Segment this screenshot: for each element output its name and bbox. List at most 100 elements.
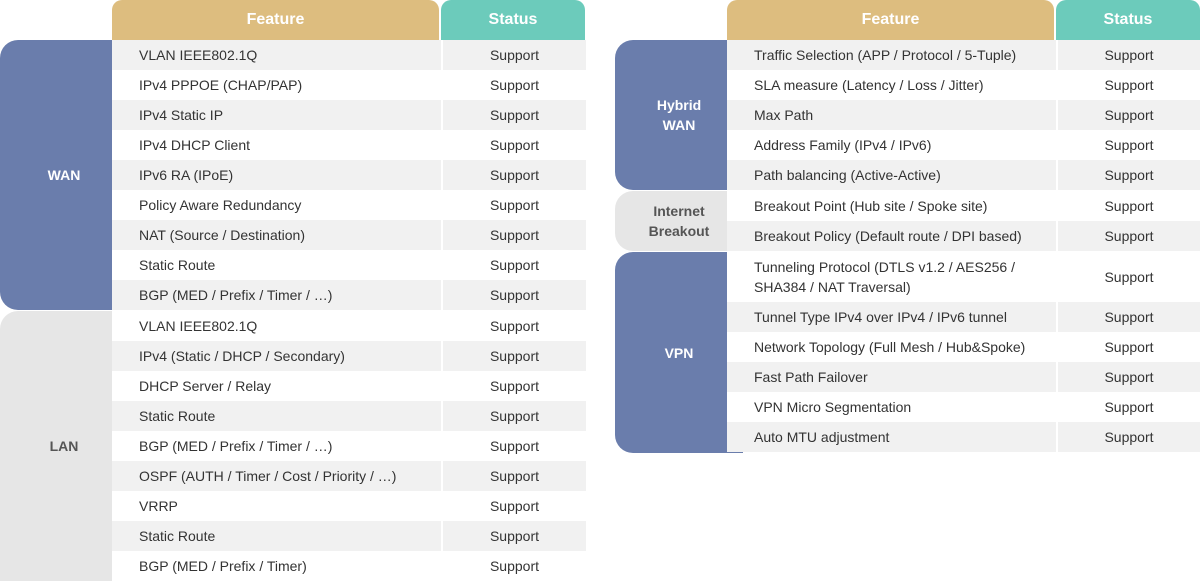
- status-cell: Support: [1056, 190, 1200, 221]
- status-cell: Support: [441, 130, 586, 160]
- group-label-lan: LAN: [0, 311, 128, 581]
- table-row: SLA measure (Latency / Loss / Jitter) Su…: [727, 70, 1200, 100]
- feature-cell: IPv6 RA (IPoE): [112, 160, 441, 190]
- feature-cell: IPv4 DHCP Client: [112, 130, 441, 160]
- right-feature-table: Feature Status Hybrid WAN Internet Break…: [615, 0, 1200, 460]
- table-row: BGP (MED / Prefix / Timer) Support: [112, 551, 586, 581]
- feature-cell: Max Path: [727, 100, 1056, 130]
- status-cell: Support: [1056, 221, 1200, 251]
- table-row: OSPF (AUTH / Timer / Cost / Priority / ……: [112, 461, 586, 491]
- status-cell: Support: [441, 461, 586, 491]
- table-row: DHCP Server / Relay Support: [112, 371, 586, 401]
- feature-cell: Breakout Policy (Default route / DPI bas…: [727, 221, 1056, 251]
- group-label-hybrid-wan: Hybrid WAN: [615, 40, 743, 190]
- feature-cell: Fast Path Failover: [727, 362, 1056, 392]
- feature-cell: Breakout Point (Hub site / Spoke site): [727, 190, 1056, 221]
- feature-cell: BGP (MED / Prefix / Timer / …): [112, 280, 441, 310]
- feature-cell: Path balancing (Active-Active): [727, 160, 1056, 190]
- table-row: IPv6 RA (IPoE) Support: [112, 160, 586, 190]
- feature-header: Feature: [112, 0, 439, 40]
- feature-cell: VLAN IEEE802.1Q: [112, 310, 441, 341]
- table-row: Static Route Support: [112, 401, 586, 431]
- table-row: VLAN IEEE802.1Q Support: [112, 40, 586, 70]
- feature-cell: Static Route: [112, 401, 441, 431]
- table-row: IPv4 Static IP Support: [112, 100, 586, 130]
- feature-cell: SLA measure (Latency / Loss / Jitter): [727, 70, 1056, 100]
- status-cell: Support: [1056, 40, 1200, 70]
- feature-header: Feature: [727, 0, 1054, 40]
- feature-cell: Static Route: [112, 250, 441, 280]
- table-row: BGP (MED / Prefix / Timer / …) Support: [112, 280, 586, 310]
- status-cell: Support: [441, 431, 586, 461]
- table-row: Static Route Support: [112, 521, 586, 551]
- status-cell: Support: [441, 250, 586, 280]
- status-cell: Support: [1056, 302, 1200, 332]
- group-label-text: Internet Breakout: [648, 203, 710, 239]
- table-row: Breakout Policy (Default route / DPI bas…: [727, 221, 1200, 251]
- table-row: Address Family (IPv4 / IPv6) Support: [727, 130, 1200, 160]
- table-row: Policy Aware Redundancy Support: [112, 190, 586, 220]
- feature-cell: VLAN IEEE802.1Q: [112, 40, 441, 70]
- feature-cell: VRRP: [112, 491, 441, 521]
- status-cell: Support: [441, 371, 586, 401]
- feature-cell: VPN Micro Segmentation: [727, 392, 1056, 422]
- table-row: IPv4 PPPOE (CHAP/PAP) Support: [112, 70, 586, 100]
- table-row: Traffic Selection (APP / Protocol / 5-Tu…: [727, 40, 1200, 70]
- feature-cell: BGP (MED / Prefix / Timer / …): [112, 431, 441, 461]
- status-cell: Support: [1056, 70, 1200, 100]
- status-cell: Support: [441, 310, 586, 341]
- status-cell: Support: [1056, 332, 1200, 362]
- status-cell: Support: [1056, 160, 1200, 190]
- feature-cell: Auto MTU adjustment: [727, 422, 1056, 452]
- feature-cell: Tunneling Protocol (DTLS v1.2 / AES256 /…: [727, 251, 1056, 302]
- table-row: Path balancing (Active-Active) Support: [727, 160, 1200, 190]
- table-row: Network Topology (Full Mesh / Hub&Spoke)…: [727, 332, 1200, 362]
- table-row: Max Path Support: [727, 100, 1200, 130]
- status-cell: Support: [441, 160, 586, 190]
- status-cell: Support: [1056, 251, 1200, 302]
- status-cell: Support: [1056, 392, 1200, 422]
- feature-cell: Traffic Selection (APP / Protocol / 5-Tu…: [727, 40, 1056, 70]
- status-cell: Support: [1056, 100, 1200, 130]
- table-row: Fast Path Failover Support: [727, 362, 1200, 392]
- table-row: VLAN IEEE802.1Q Support: [112, 310, 586, 341]
- group-label-text: Hybrid WAN: [656, 97, 702, 133]
- table-row: IPv4 DHCP Client Support: [112, 130, 586, 160]
- table-row: Auto MTU adjustment Support: [727, 422, 1200, 452]
- status-cell: Support: [1056, 422, 1200, 452]
- feature-cell: Tunnel Type IPv4 over IPv4 / IPv6 tunnel: [727, 302, 1056, 332]
- feature-cell: NAT (Source / Destination): [112, 220, 441, 250]
- left-feature-table: Feature Status WAN LAN VLAN IEEE802.1Q S…: [0, 0, 586, 581]
- table-row: Breakout Point (Hub site / Spoke site) S…: [727, 190, 1200, 221]
- status-cell: Support: [441, 551, 586, 581]
- group-label-vpn: VPN: [615, 252, 743, 453]
- feature-cell: Policy Aware Redundancy: [112, 190, 441, 220]
- status-cell: Support: [441, 521, 586, 551]
- feature-cell: IPv4 PPPOE (CHAP/PAP): [112, 70, 441, 100]
- table-row: BGP (MED / Prefix / Timer / …) Support: [112, 431, 586, 461]
- status-cell: Support: [1056, 362, 1200, 392]
- status-cell: Support: [441, 70, 586, 100]
- table-row: Tunnel Type IPv4 over IPv4 / IPv6 tunnel…: [727, 302, 1200, 332]
- group-label-wan: WAN: [0, 40, 128, 310]
- status-cell: Support: [441, 491, 586, 521]
- status-header: Status: [441, 0, 585, 40]
- status-cell: Support: [441, 40, 586, 70]
- status-cell: Support: [1056, 130, 1200, 160]
- status-cell: Support: [441, 100, 586, 130]
- feature-cell: BGP (MED / Prefix / Timer): [112, 551, 441, 581]
- table-row: VPN Micro Segmentation Support: [727, 392, 1200, 422]
- table-row: VRRP Support: [112, 491, 586, 521]
- feature-cell: Static Route: [112, 521, 441, 551]
- status-cell: Support: [441, 341, 586, 371]
- table-row: IPv4 (Static / DHCP / Secondary) Support: [112, 341, 586, 371]
- feature-cell: IPv4 Static IP: [112, 100, 441, 130]
- status-cell: Support: [441, 220, 586, 250]
- feature-cell: Network Topology (Full Mesh / Hub&Spoke): [727, 332, 1056, 362]
- feature-cell: Address Family (IPv4 / IPv6): [727, 130, 1056, 160]
- table-row: Static Route Support: [112, 250, 586, 280]
- group-label-internet-breakout: Internet Breakout: [615, 191, 743, 251]
- feature-cell: IPv4 (Static / DHCP / Secondary): [112, 341, 441, 371]
- status-header: Status: [1056, 0, 1200, 40]
- status-cell: Support: [441, 401, 586, 431]
